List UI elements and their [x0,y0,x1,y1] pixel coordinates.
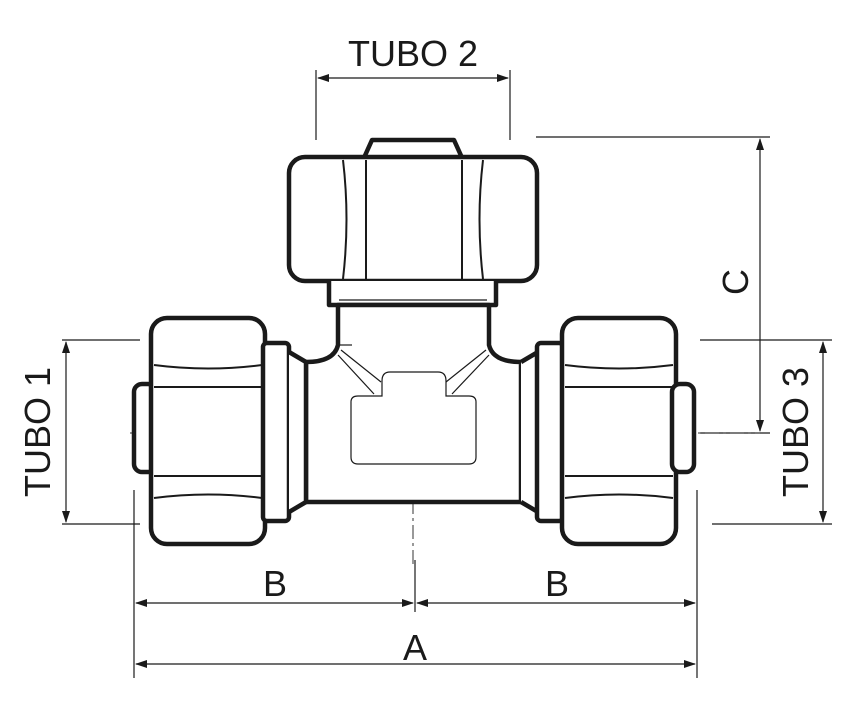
label-tubo-3: TUBO 3 [775,367,816,497]
left-nut [131,315,309,547]
label-dim-b-left: B [263,563,287,604]
dimension-lines [62,70,832,678]
right-nut [519,315,697,547]
tee-body [303,302,524,505]
label-dim-b-right: B [545,563,569,604]
top-nut [286,137,540,308]
label-tubo-1: TUBO 1 [17,367,58,497]
label-tubo-2: TUBO 2 [348,33,478,74]
label-dim-c: C [715,269,756,295]
label-dim-a: A [403,627,427,668]
